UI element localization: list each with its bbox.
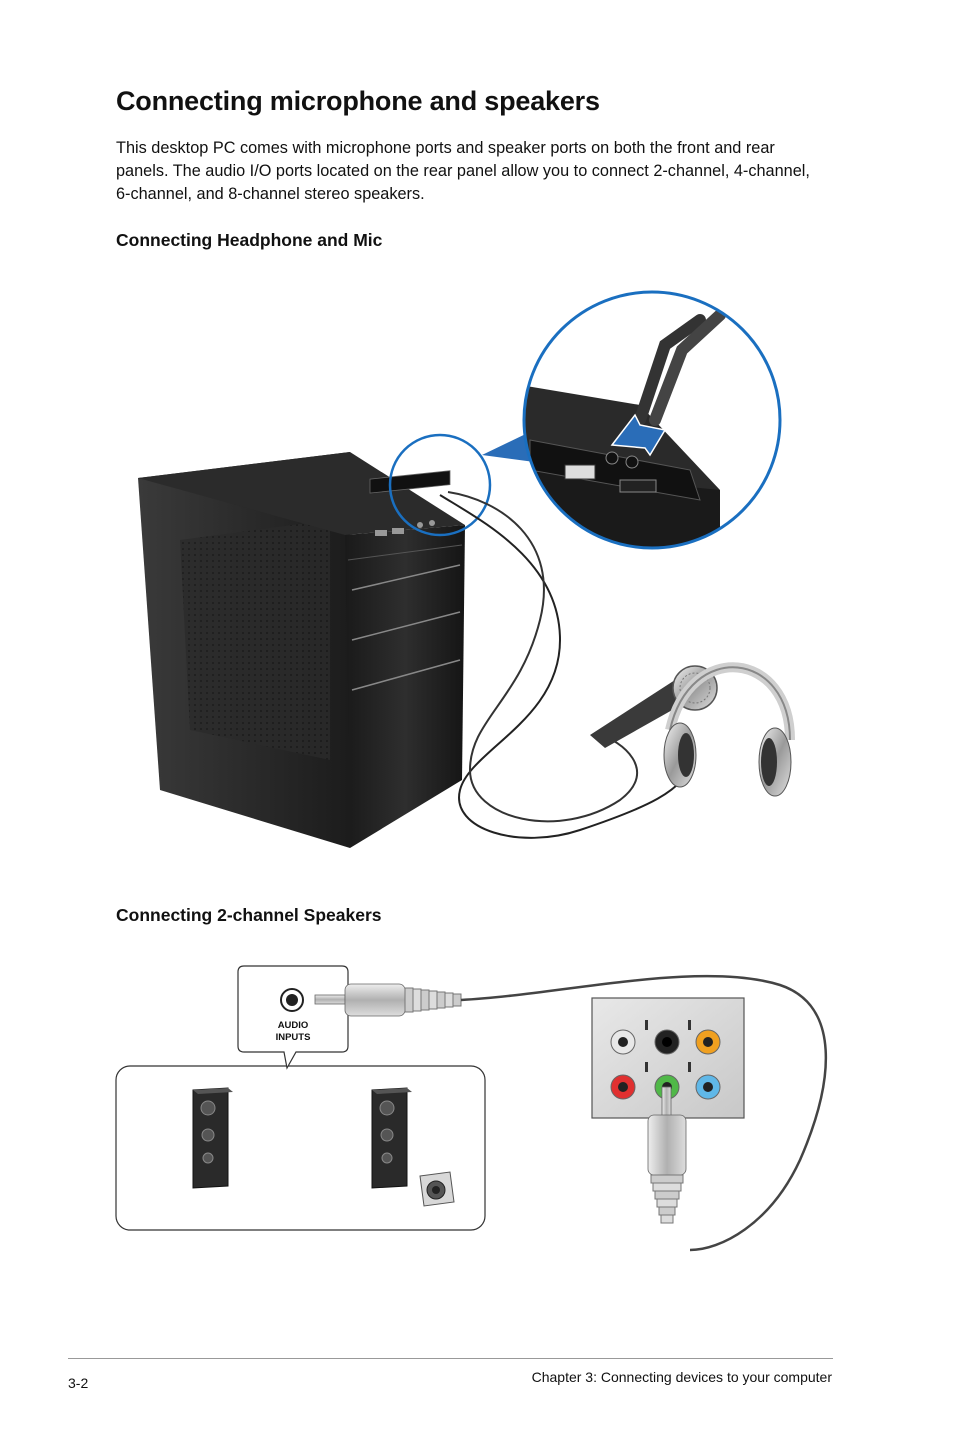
right-speaker — [371, 1087, 412, 1189]
subwoofer — [419, 1171, 455, 1207]
headphones — [663, 662, 795, 797]
intro-paragraph: This desktop PC comes with microphone po… — [116, 139, 810, 204]
desktop-tower — [138, 452, 465, 848]
speakers-illustration: AUDIO INPUTS — [115, 965, 828, 1252]
zoom-source-circle — [388, 433, 492, 537]
page-title: Connecting microphone and speakers — [116, 86, 600, 116]
page-number: 3-2 — [68, 1375, 89, 1391]
audio-plug-horizontal — [314, 983, 462, 1017]
chapter-footer: Chapter 3: Connecting devices to your co… — [531, 1369, 832, 1385]
mic-cable — [447, 491, 638, 823]
audio-inputs-callout: AUDIO INPUTS — [237, 965, 349, 1070]
left-speaker — [192, 1087, 233, 1189]
audio-cable — [460, 974, 828, 1252]
section-heading-headphone-mic: Connecting Headphone and Mic — [116, 230, 383, 250]
rear-audio-panel — [591, 997, 745, 1119]
audio-inputs-label-line1: AUDIO — [278, 1020, 309, 1031]
headphone-mic-illustration — [138, 290, 795, 848]
zoom-detail — [522, 290, 782, 550]
headphone-cable — [439, 494, 691, 839]
footer-rule — [68, 1358, 833, 1359]
audio-inputs-label-line2: INPUTS — [276, 1032, 311, 1043]
section-heading-speakers: Connecting 2-channel Speakers — [116, 905, 382, 925]
audio-plug-vertical — [647, 1086, 687, 1224]
